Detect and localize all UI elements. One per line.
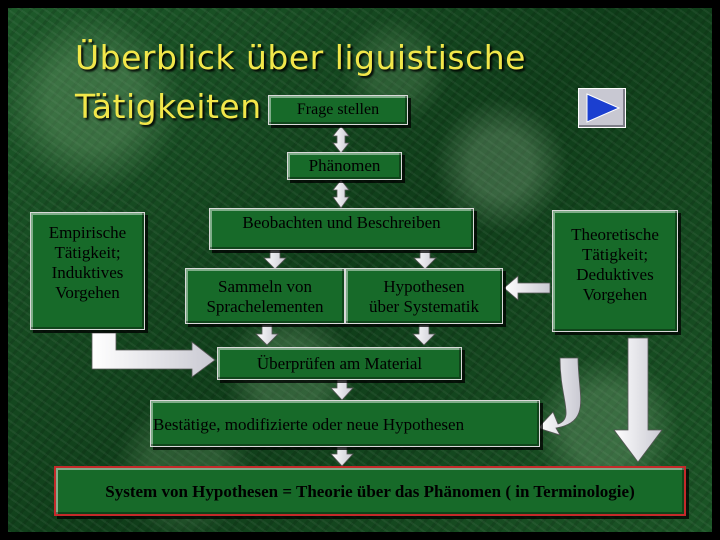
empirisch-line-3: Induktives	[51, 263, 124, 282]
arrow-frage-phaenomen	[332, 125, 350, 154]
arrow-hypothesen-ueberpruefen	[412, 324, 436, 346]
arrow-empirisch-ueberpruefen	[91, 332, 216, 378]
arrow-phaenomen-beobachten	[332, 179, 350, 209]
title-line-1: Überblick über liguistische	[75, 38, 526, 77]
empirisch-line-2: Tätigkeit;	[54, 243, 121, 262]
play-icon	[586, 93, 621, 123]
title-line-2: Tätigkeiten	[75, 87, 262, 126]
theoretisch-line-3: Deduktives	[576, 265, 654, 284]
hypothesen-line-2: über Systematik	[368, 297, 479, 316]
bestaetige-box: Bestätige, modifizierte oder neue Hypoth…	[150, 400, 540, 447]
hypothesen-line-1: Hypothesen	[383, 277, 465, 296]
phaenomen-box: Phänomen	[287, 152, 402, 180]
sammeln-line-2: Sprachelementen	[206, 297, 324, 316]
arrow-bestaetige-system	[330, 446, 354, 467]
empirisch-line-4: Vorgehen	[55, 283, 120, 302]
theoretisch-line-4: Vorgehen	[582, 285, 648, 304]
empirische-taetigkeit-box: Empirische Tätigkeit; Induktives Vorgehe…	[30, 212, 145, 330]
theoretisch-line-2: Tätigkeit;	[581, 245, 649, 264]
empirisch-line-1: Empirische	[48, 223, 127, 242]
arrow-beobachten-hypothesen	[413, 249, 437, 270]
ueberpruefen-box: Überprüfen am Material	[217, 347, 462, 380]
arrow-ueberpruefen-bestaetige	[330, 379, 354, 401]
arrow-beobachten-sammeln	[263, 249, 287, 270]
system-hypothesen-box: System von Hypothesen = Theorie über das…	[54, 466, 686, 516]
sammeln-line-1: Sammeln von	[218, 277, 312, 296]
arrow-theoretisch-bestaetige	[537, 357, 582, 436]
sammeln-box: Sammeln von Sprachelementen	[185, 268, 345, 324]
theoretische-taetigkeit-box: Theoretische Tätigkeit; Deduktives Vorge…	[552, 210, 678, 332]
frage-stellen-box: Frage stellen	[268, 95, 408, 125]
next-slide-button[interactable]	[578, 88, 626, 128]
arrow-theoretisch-hypothesen	[503, 275, 551, 301]
arrow-sammeln-ueberpruefen	[255, 324, 279, 346]
theoretisch-line-1: Theoretische	[571, 225, 659, 244]
beobachten-box: Beobachten und Beschreiben	[209, 208, 474, 250]
hypothesen-box: Hypothesen über Systematik	[345, 268, 503, 324]
arrow-right-down	[613, 337, 663, 463]
